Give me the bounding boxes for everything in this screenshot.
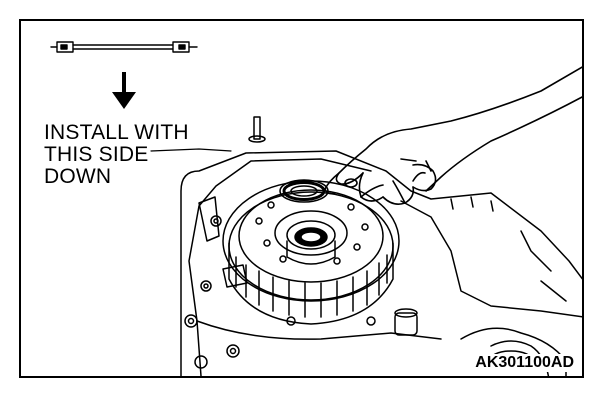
callout-line: DOWN (44, 165, 112, 188)
callout-line: THIS SIDE (44, 143, 149, 166)
clutch-drum (222, 179, 400, 325)
transaxle-case (180, 116, 582, 376)
hand-icon (324, 66, 582, 205)
figure-code: AK301100AD (473, 354, 576, 372)
spring-retainer-part-icon (50, 41, 198, 53)
callout-line: INSTALL WITH (44, 121, 189, 144)
leader-line (150, 148, 232, 152)
down-arrow-icon (112, 72, 136, 109)
illustration (50, 41, 582, 376)
figure-frame: INSTALL WITH THIS SIDE DOWN AK301100AD (19, 19, 584, 378)
install-callout: INSTALL WITH THIS SIDE DOWN (44, 122, 189, 188)
